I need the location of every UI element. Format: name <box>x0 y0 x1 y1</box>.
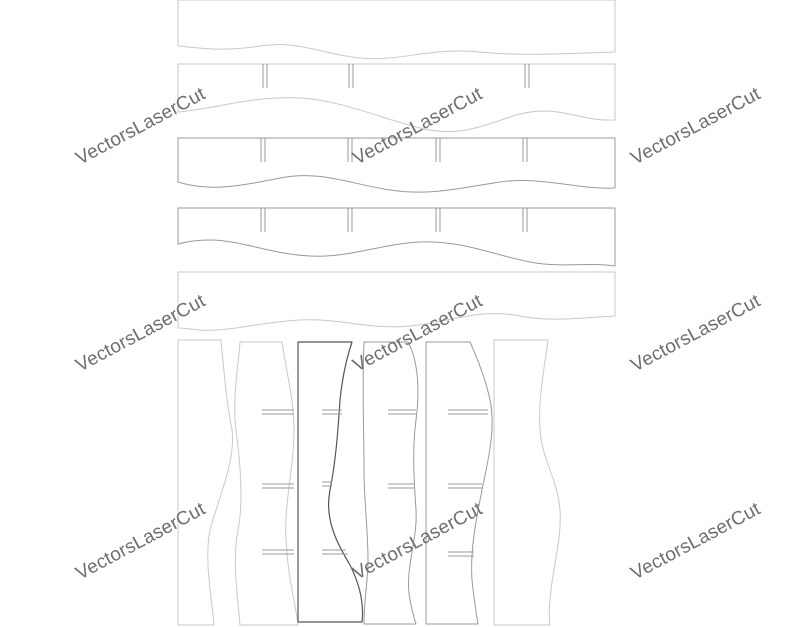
watermark-text: VectorsLaserCut <box>72 290 209 376</box>
horizontal-board-2 <box>177 63 616 133</box>
horizontal-board-5 <box>177 271 616 331</box>
horizontal-board-1 <box>177 0 616 60</box>
watermark-text: VectorsLaserCut <box>349 83 486 169</box>
watermark-text: VectorsLaserCut <box>349 498 486 584</box>
watermark-text: VectorsLaserCut <box>627 498 764 584</box>
watermark-text: VectorsLaserCut <box>72 83 209 169</box>
watermark-text: VectorsLaserCut <box>627 290 764 376</box>
vertical-panel-1 <box>177 339 234 626</box>
watermark-text: VectorsLaserCut <box>349 290 486 376</box>
watermark-text: VectorsLaserCut <box>72 498 209 584</box>
watermark-text: VectorsLaserCut <box>627 83 764 169</box>
horizontal-board-4 <box>177 207 616 267</box>
vertical-panel-5 <box>425 341 493 625</box>
vertical-panel-2 <box>234 341 299 626</box>
vertical-panel-6 <box>493 339 561 626</box>
vertical-panel-3 <box>297 341 364 623</box>
vertical-panel-4 <box>362 341 419 625</box>
watermark-layer: VectorsLaserCut VectorsLaserCut VectorsL… <box>72 83 764 584</box>
horizontal-board-3 <box>177 137 616 193</box>
